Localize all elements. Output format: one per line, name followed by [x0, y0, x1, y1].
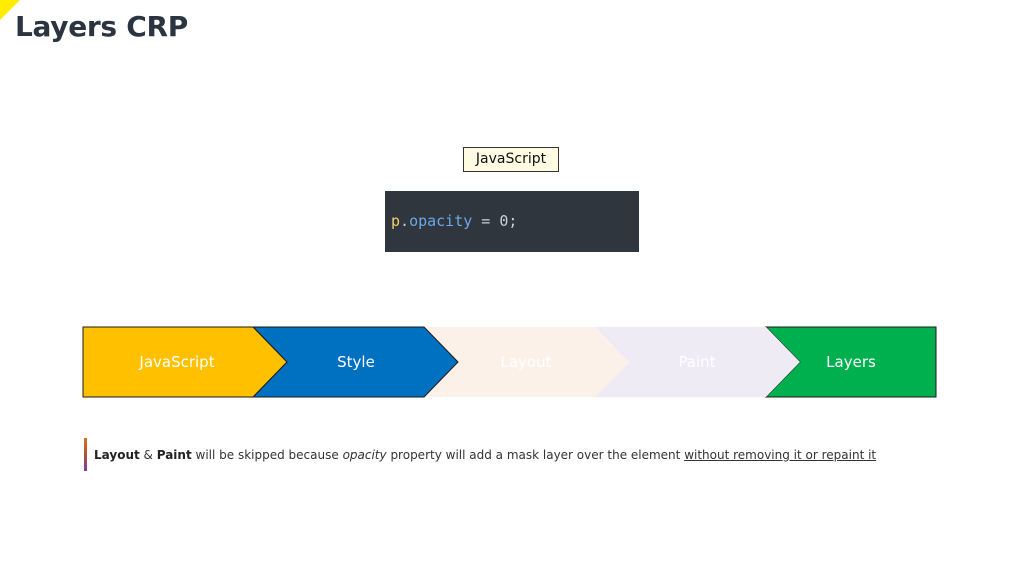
page-title: Layers CRP	[15, 10, 188, 43]
note-accent-bar	[84, 438, 87, 471]
pipeline-label-layers: Layers	[826, 353, 876, 371]
code-property: opacity	[409, 212, 473, 230]
pipeline-stage-paint	[595, 327, 800, 397]
code-terminator: ;	[508, 212, 518, 230]
pipeline-label-javascript: JavaScript	[138, 353, 214, 371]
note-part-2: property will add a mask layer over the …	[386, 448, 685, 462]
note-part-1: will be skipped because	[191, 448, 343, 462]
pipeline-stage-layout	[424, 327, 629, 397]
pipeline-stage-javascript	[82, 326, 288, 398]
note-bold-layout: Layout	[94, 448, 140, 462]
code-dot: .	[400, 212, 410, 230]
pipeline-label-layout: Layout	[501, 353, 552, 371]
code-object: p	[391, 212, 401, 230]
note-text: Layout & Paint will be skipped because o…	[94, 448, 876, 462]
pipeline-label-paint: Paint	[678, 353, 715, 371]
code-value: 0	[499, 212, 509, 230]
code-operator: =	[472, 212, 500, 230]
note-bold-paint: Paint	[156, 448, 192, 462]
note-italic-opacity: opacity	[342, 448, 387, 462]
pipeline-label-style: Style	[337, 353, 375, 371]
code-block: p.opacity = 0;	[385, 191, 639, 252]
note-amp: &	[139, 448, 157, 462]
note-underlined: without removing it or repaint it	[684, 448, 877, 462]
corner-accent	[0, 0, 20, 20]
javascript-tag: JavaScript	[463, 147, 559, 172]
